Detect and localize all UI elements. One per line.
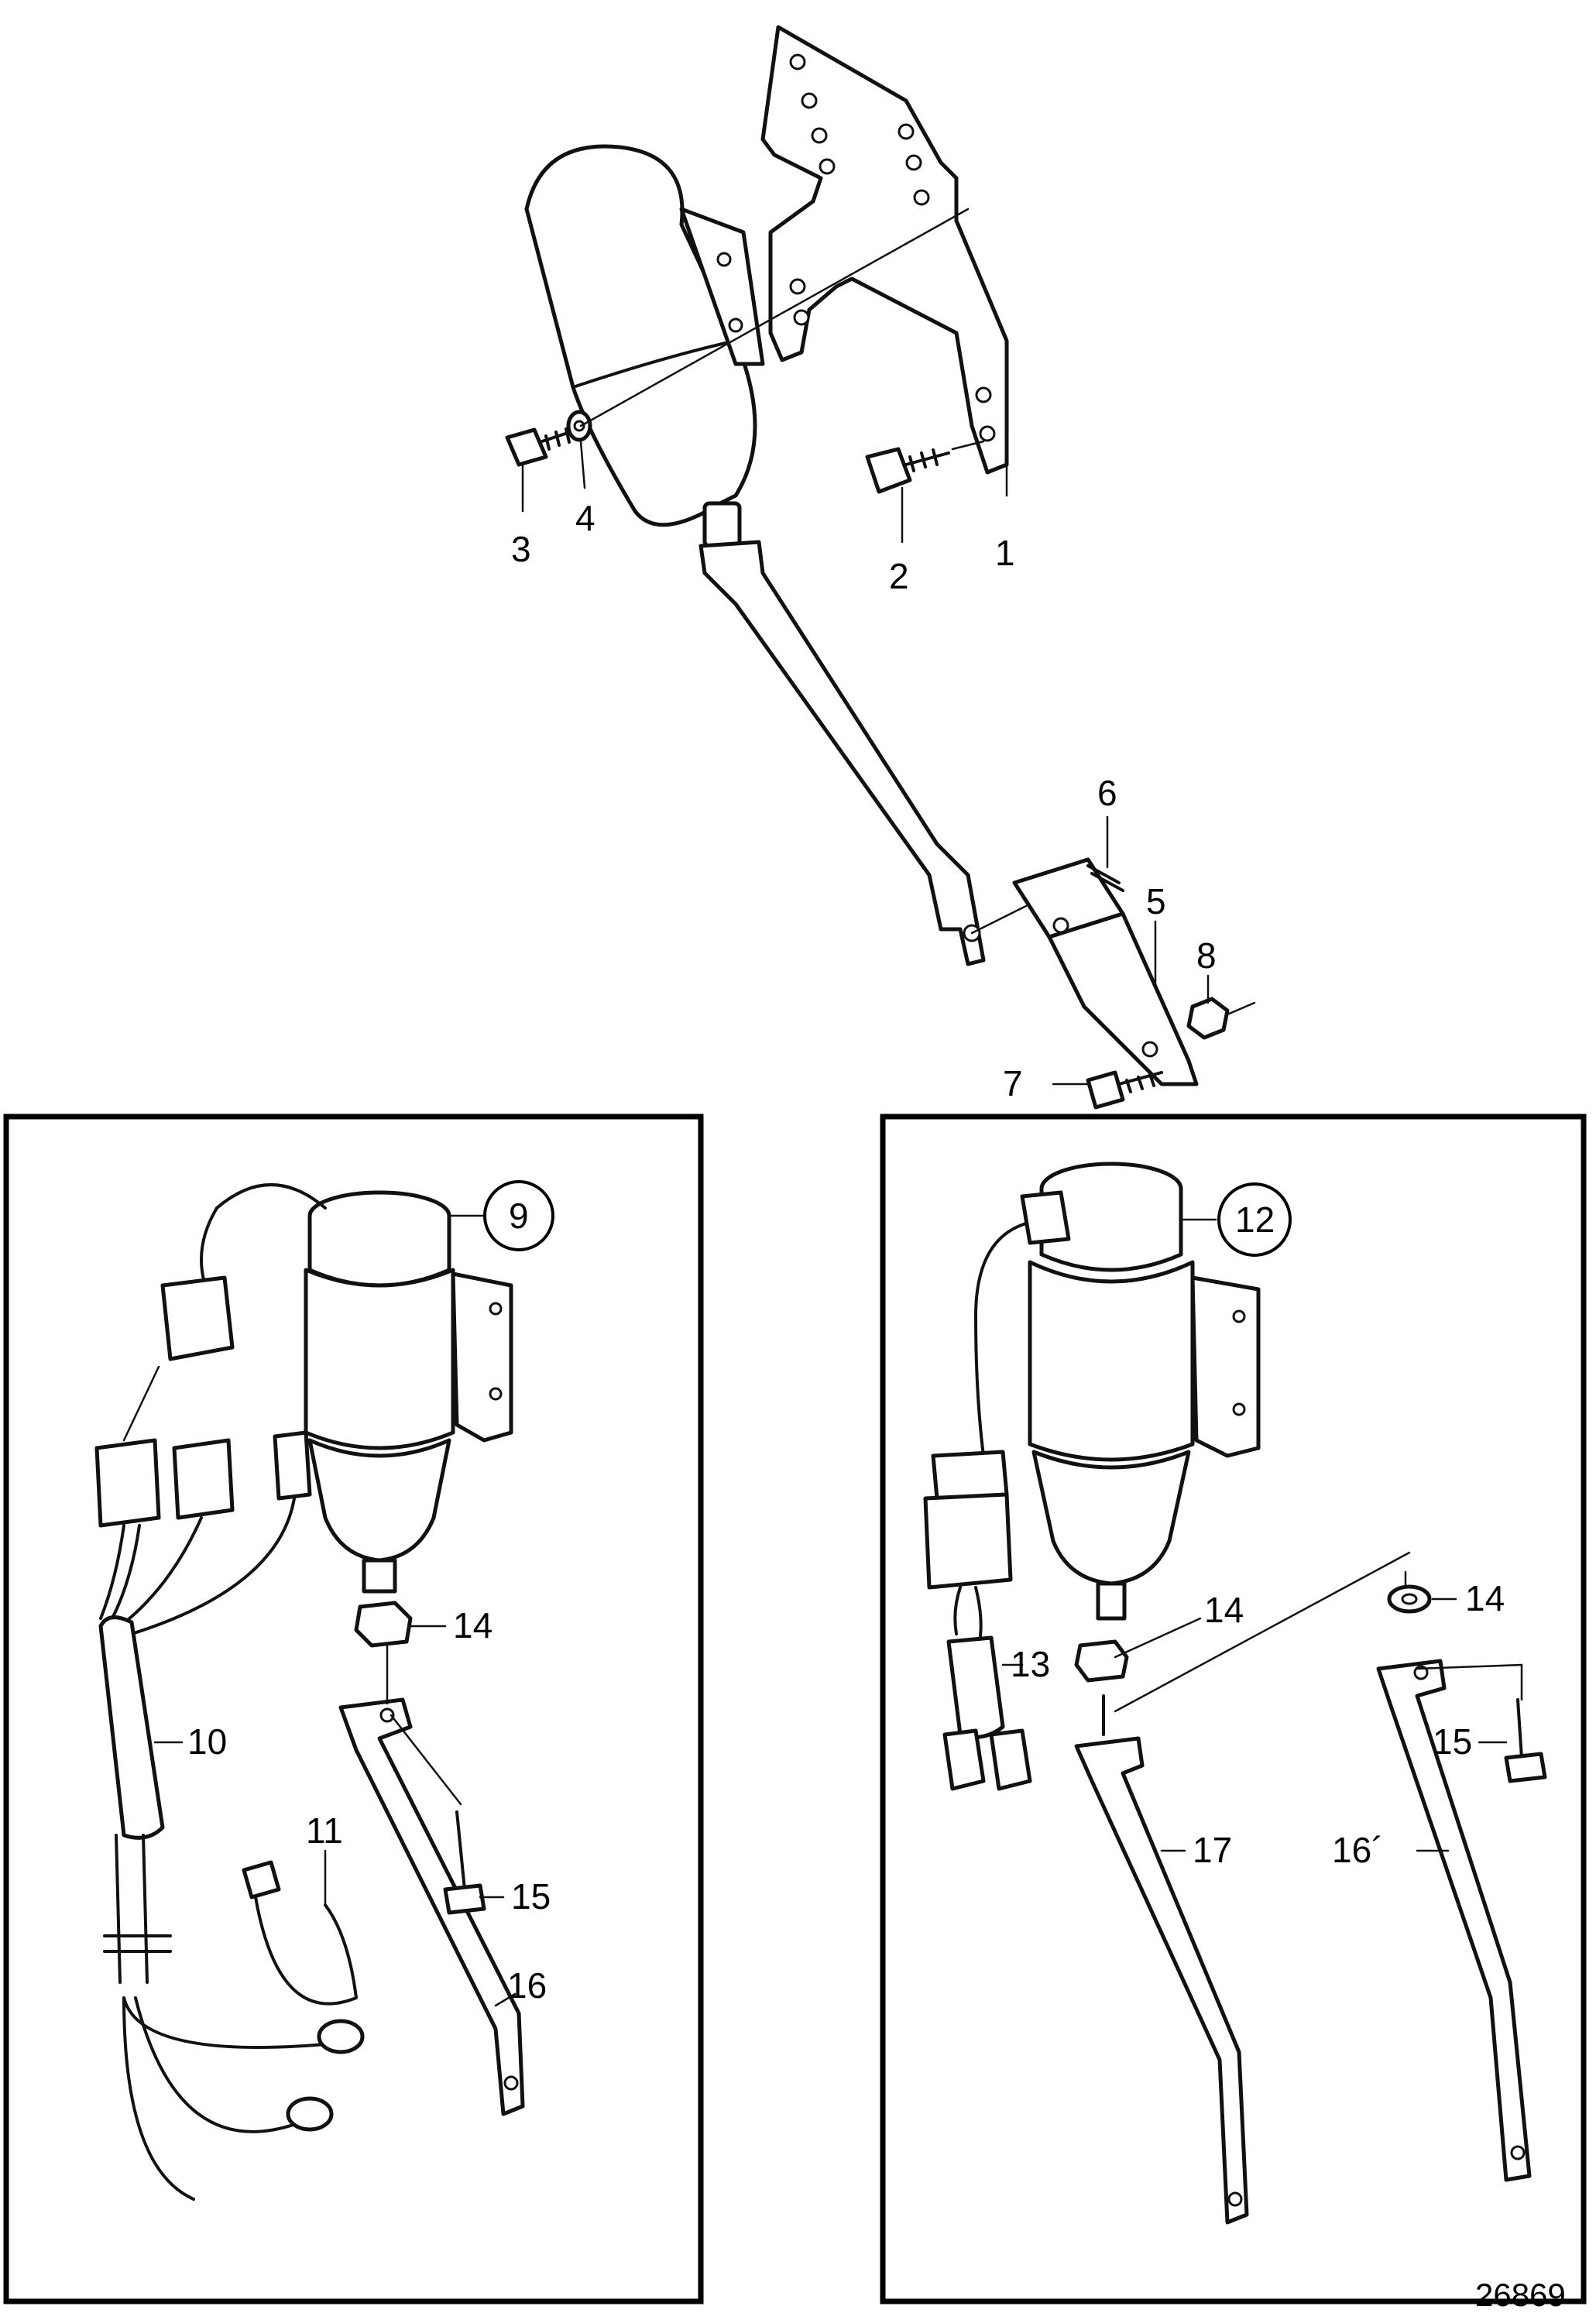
split-pin-6 bbox=[1086, 864, 1124, 892]
callout-10: 10 bbox=[187, 1721, 227, 1762]
callout-5: 5 bbox=[1146, 881, 1166, 921]
callout-4: 4 bbox=[575, 498, 595, 538]
nut-8 bbox=[1186, 997, 1230, 1040]
plate-5 bbox=[1012, 857, 1199, 1086]
callout-labels: 1 2 3 4 6 5 8 7 9 10 11 14 15 16 12 13 1… bbox=[187, 498, 1566, 2313]
callout-11: 11 bbox=[306, 1810, 343, 1851]
callout-9: 9 bbox=[509, 1196, 529, 1236]
left-assembly bbox=[94, 1183, 525, 2201]
solenoid-top bbox=[524, 144, 765, 548]
callout-8: 8 bbox=[1196, 935, 1217, 976]
left-leaders bbox=[122, 1214, 517, 2007]
callout-1: 1 bbox=[995, 533, 1015, 573]
right-leaders bbox=[1001, 1218, 1523, 1852]
bracket-17 bbox=[1074, 1736, 1249, 2225]
nut-14-left bbox=[354, 1601, 413, 1648]
harness-13 bbox=[923, 1222, 1032, 1791]
top-assembly bbox=[505, 25, 1256, 1110]
callout-15-right: 15 bbox=[1433, 1721, 1472, 1762]
bolt-2 bbox=[865, 447, 950, 494]
callout-14-left: 14 bbox=[453, 1605, 493, 1646]
solenoid-9 bbox=[304, 1190, 513, 1594]
callout-7: 7 bbox=[1003, 1063, 1023, 1103]
right-assembly bbox=[923, 1162, 1547, 2225]
washer-14-right bbox=[1387, 1584, 1432, 1614]
bolt-3-washer-4 bbox=[505, 410, 592, 467]
callout-2: 2 bbox=[889, 556, 909, 596]
nut-14-right bbox=[1074, 1639, 1129, 1683]
callout-14-center: 14 bbox=[1204, 1590, 1244, 1630]
solenoid-12 bbox=[1020, 1162, 1261, 1621]
callout-12: 12 bbox=[1235, 1199, 1275, 1240]
figure-number: 26869 bbox=[1475, 2277, 1566, 2313]
callout-16-left: 16 bbox=[507, 1965, 547, 2006]
top-leaders bbox=[521, 208, 1256, 1086]
callout-13: 13 bbox=[1011, 1644, 1050, 1684]
bracket-16-left bbox=[338, 1697, 525, 2116]
callout-6: 6 bbox=[1097, 773, 1117, 813]
bracket-holes bbox=[789, 53, 996, 442]
callout-9-circle bbox=[483, 1180, 554, 1251]
screw-15-left bbox=[443, 1810, 486, 1915]
callout-14-right: 14 bbox=[1465, 1578, 1505, 1618]
screw-15-right bbox=[1504, 1698, 1547, 1783]
callout-16-prime: 16´ bbox=[1332, 1830, 1383, 1870]
lever-arm bbox=[698, 540, 986, 966]
bracket-plate bbox=[760, 25, 1009, 475]
callout-12-circle bbox=[1217, 1182, 1292, 1257]
cable-harness-10 bbox=[94, 1183, 365, 2201]
callout-3: 3 bbox=[511, 529, 531, 569]
cable-tie-11 bbox=[242, 1860, 358, 2006]
bolt-7 bbox=[1086, 1070, 1163, 1110]
right-frame bbox=[880, 1114, 1587, 2304]
left-frame bbox=[3, 1114, 704, 2304]
callout-15-left: 15 bbox=[511, 1876, 551, 1917]
callout-17: 17 bbox=[1193, 1830, 1232, 1870]
